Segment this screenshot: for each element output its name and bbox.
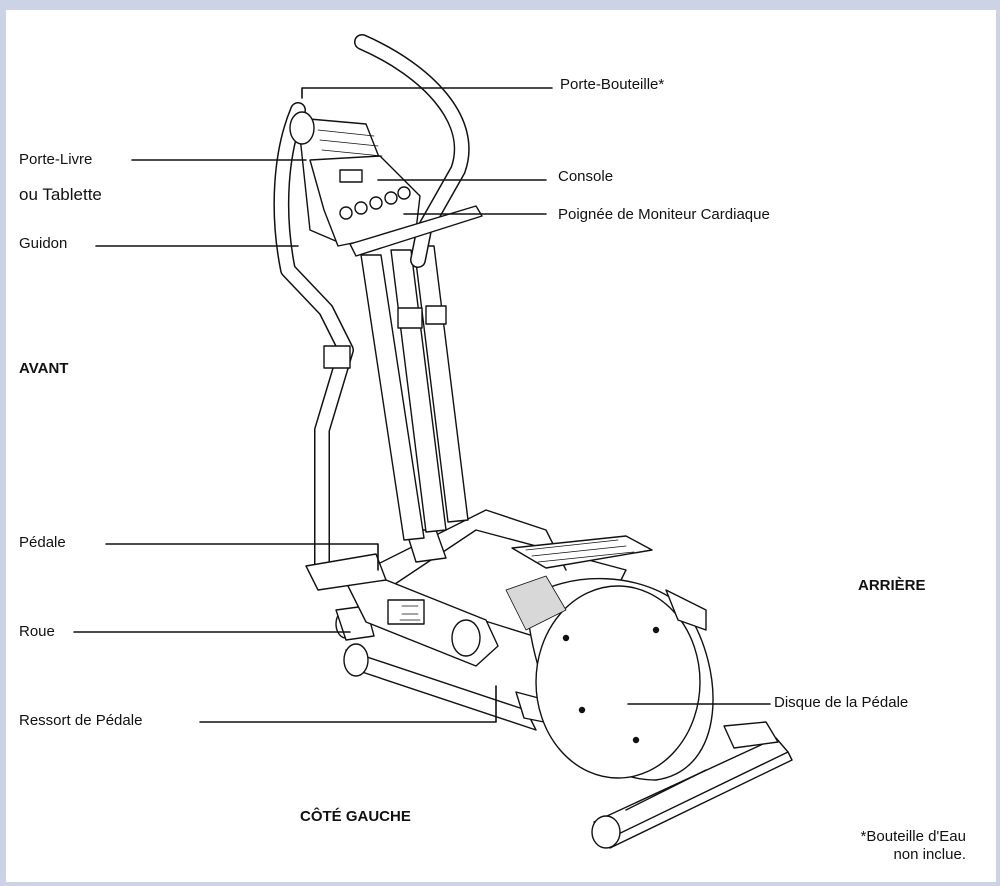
label-console: Console [558,168,614,185]
rear-stabilizer [591,721,793,849]
upright-posts [360,245,469,541]
label-cote-gauche: CÔTÉ GAUCHE [300,808,411,825]
label-ressort: Ressort de Pédale [19,712,143,729]
diagram-panel: Porte-Bouteille* Porte-Livre ou Tablette… [6,10,996,882]
pedal-arm [305,553,499,667]
label-disque: Disque de la Pédale [774,694,909,711]
label-roue: Roue [19,623,55,640]
label-pedale: Pédale [19,534,66,551]
console-drawing [289,111,421,247]
flywheel-disc [505,575,714,781]
pulse-grips [349,205,483,257]
label-arriere: ARRIÈRE [858,577,926,594]
footnote-line2: non inclue. [893,846,966,863]
handlebar-right [354,34,470,268]
footnote-line1: *Bouteille d'Eau [860,828,966,845]
leader-lines [73,87,771,723]
label-porte-livre: Porte-Livre [19,151,93,168]
elliptical-trainer-drawing [73,34,793,849]
label-guidon: Guidon [19,235,68,252]
pedal-right [511,535,653,569]
label-avant: AVANT [19,360,69,377]
label-porte-bouteille: Porte-Bouteille* [560,76,665,93]
label-ou-tablette: ou Tablette [19,185,102,204]
label-poignee: Poignée de Moniteur Cardiaque [558,206,770,223]
